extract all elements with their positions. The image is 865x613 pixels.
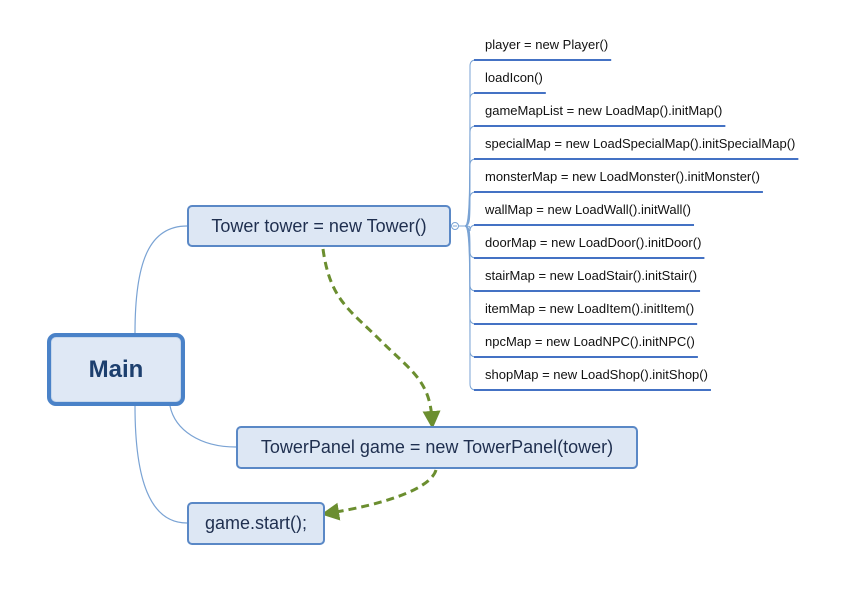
game-start-node[interactable]: game.start(); xyxy=(187,502,325,545)
leaf-branch-line xyxy=(464,225,477,391)
leaf-branch-line xyxy=(464,158,477,227)
leaf-node[interactable]: doorMap = new LoadDoor().initDoor() xyxy=(485,235,702,250)
leaf-node[interactable]: specialMap = new LoadSpecialMap().initSp… xyxy=(485,136,796,151)
tower-node-label: Tower tower = new Tower() xyxy=(211,215,427,236)
leaf-branch-line xyxy=(464,225,477,259)
flow-arrow-tower-to-panel xyxy=(321,248,441,429)
branch-main-to-start xyxy=(134,405,188,524)
leaf-node[interactable]: shopMap = new LoadShop().initShop() xyxy=(485,367,708,382)
leaf-branch-line xyxy=(464,125,477,227)
tower-panel-node-label: TowerPanel game = new TowerPanel(tower) xyxy=(260,437,614,457)
leaf-node[interactable]: wallMap = new LoadWall().initWall() xyxy=(485,202,692,217)
leaf-branch-line xyxy=(464,59,477,227)
leaf-node[interactable]: gameMapList = new LoadMap().initMap() xyxy=(485,103,723,118)
leaf-branch-line xyxy=(464,191,477,227)
branch-main-to-panel xyxy=(169,405,237,448)
leaf-branch-line xyxy=(464,224,477,232)
branch-main-to-tower xyxy=(134,225,188,334)
tower-node[interactable]: Tower tower = new Tower() xyxy=(187,205,451,247)
leaf-branch-line xyxy=(464,225,477,292)
main-node[interactable]: Main xyxy=(47,333,185,406)
leaf-node[interactable]: player = new Player() xyxy=(485,37,609,52)
leaf-node[interactable]: itemMap = new LoadItem().initItem() xyxy=(485,301,695,316)
main-node-label: Main xyxy=(88,355,144,383)
leaf-branch-line xyxy=(464,92,477,227)
leaf-branch-line xyxy=(464,225,477,358)
leaf-node[interactable]: monsterMap = new LoadMonster().initMonst… xyxy=(485,169,760,184)
flow-arrow-panel-to-start xyxy=(321,469,438,521)
collapse-toggle-icon[interactable] xyxy=(451,222,459,230)
leaf-node[interactable]: loadIcon() xyxy=(485,70,543,85)
leaf-branch-line xyxy=(464,225,477,325)
game-start-node-label: game.start(); xyxy=(204,513,308,533)
tower-panel-node[interactable]: TowerPanel game = new TowerPanel(tower) xyxy=(236,426,638,469)
leaf-node[interactable]: stairMap = new LoadStair().initStair() xyxy=(485,268,698,283)
leaf-node[interactable]: npcMap = new LoadNPC().initNPC() xyxy=(485,334,695,349)
